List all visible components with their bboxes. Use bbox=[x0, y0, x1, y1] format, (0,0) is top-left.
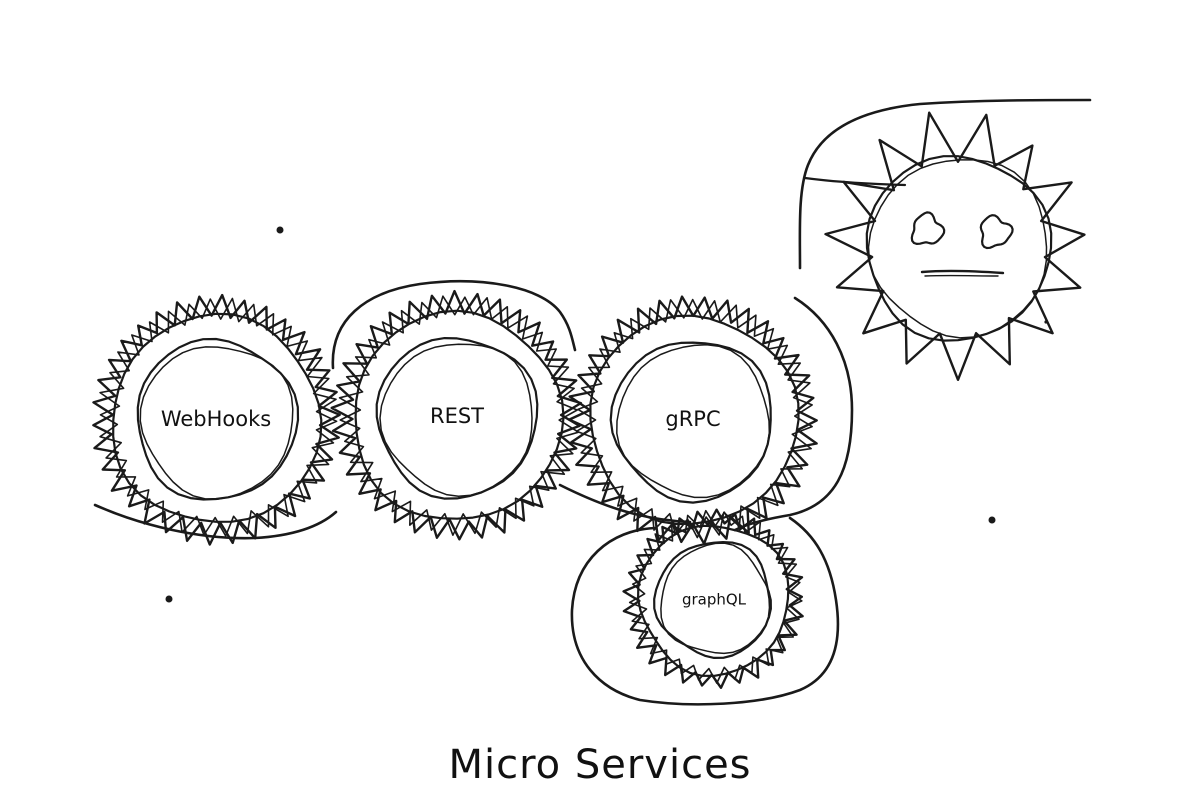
gear-rest bbox=[330, 289, 583, 541]
gear-label-grpc: gRPC bbox=[665, 407, 720, 431]
gear-hub-echo bbox=[379, 343, 533, 498]
enclosure-grpc-right bbox=[558, 296, 854, 532]
sun-face-icon bbox=[824, 111, 1086, 381]
gear-teeth-echo bbox=[575, 298, 813, 539]
gear-hub bbox=[653, 541, 771, 659]
stray-dots bbox=[165, 226, 1048, 603]
gear-hub-echo bbox=[139, 346, 294, 500]
gear-grpc bbox=[568, 295, 818, 545]
sun-right-eye bbox=[979, 214, 1014, 250]
sun-rays bbox=[824, 111, 1086, 381]
dot-1 bbox=[276, 226, 284, 234]
gear-hub bbox=[609, 341, 772, 504]
dot-3 bbox=[988, 516, 996, 524]
gear-rim bbox=[589, 314, 800, 526]
gear-rim bbox=[637, 524, 790, 677]
enclosure-left-lower bbox=[93, 503, 338, 540]
gear-rim bbox=[354, 309, 565, 520]
gear-rim bbox=[112, 312, 323, 523]
gear-group bbox=[92, 289, 818, 689]
enclosure-rest-top bbox=[331, 280, 577, 370]
dot-2 bbox=[165, 595, 173, 603]
gear-hub bbox=[136, 337, 300, 501]
gear-teeth-echo bbox=[628, 509, 803, 684]
diagram-caption: Micro Services bbox=[448, 742, 751, 788]
gear-teeth-echo bbox=[338, 295, 580, 536]
sun-left-eye bbox=[910, 211, 946, 245]
gear-hub-echo bbox=[660, 542, 772, 655]
gear-teeth-echo bbox=[99, 297, 338, 537]
enclosure-outlines bbox=[93, 98, 1092, 706]
gear-label-rest: REST bbox=[430, 404, 484, 428]
sun-mouth bbox=[920, 269, 1005, 275]
gear-label-webhooks: WebHooks bbox=[161, 407, 271, 431]
gear-hub-echo bbox=[616, 344, 771, 499]
gear-label-graphql: graphQL bbox=[682, 591, 747, 609]
gear-webhooks bbox=[92, 293, 341, 546]
enclosure-graphql bbox=[570, 516, 840, 706]
gear-graphql bbox=[622, 508, 804, 689]
sun-disc-echo bbox=[867, 159, 1048, 339]
dot-4 bbox=[1044, 320, 1048, 324]
enclosure-sun bbox=[798, 98, 1092, 270]
